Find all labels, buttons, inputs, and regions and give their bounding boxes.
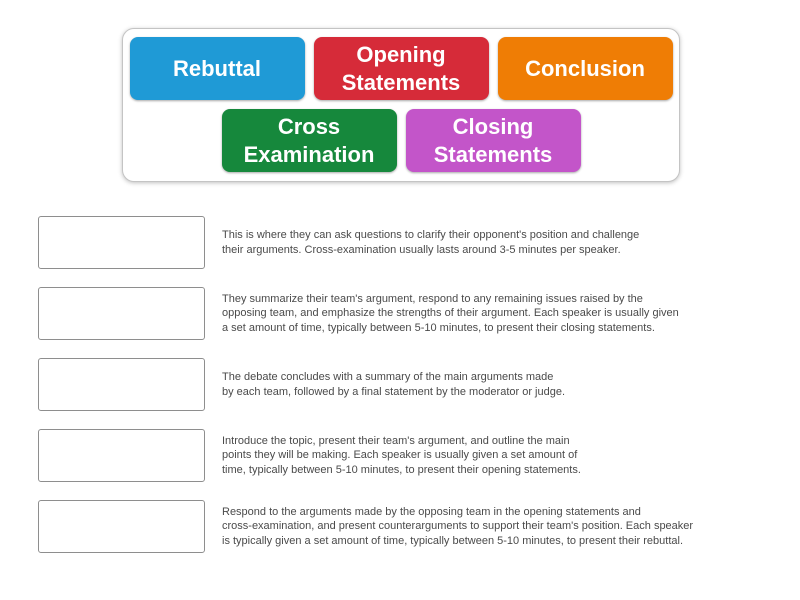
tile-cross-examination[interactable]: Cross Examination xyxy=(221,109,397,172)
clue-line: cross-examination, and present counterar… xyxy=(222,520,694,533)
answer-drop-zone-1[interactable] xyxy=(38,216,205,269)
clue-line: The debate concludes with a summary of t… xyxy=(222,371,554,383)
word-bank-row-1: Rebuttal Opening Statements Conclusion xyxy=(129,37,673,100)
clue-line: points they will be making. Each speaker… xyxy=(222,449,578,462)
clue-text-4: Introduce the topic, present their team'… xyxy=(222,429,581,482)
clue-text-5: Respond to the arguments made by the opp… xyxy=(222,500,693,553)
clue-line: Introduce the topic, present their team'… xyxy=(222,434,570,447)
answer-drop-zone-4[interactable] xyxy=(38,429,205,482)
clue-text-3: The debate concludes with a summary of t… xyxy=(222,358,565,411)
tile-conclusion[interactable]: Conclusion xyxy=(497,37,673,100)
match-row-1: This is where they can ask questions to … xyxy=(38,216,693,269)
match-row-5: Respond to the arguments made by the opp… xyxy=(38,500,693,553)
tile-opening-statements[interactable]: Opening Statements xyxy=(313,37,489,100)
answer-drop-zone-3[interactable] xyxy=(38,358,205,411)
clue-text-1: This is where they can ask questions to … xyxy=(222,216,639,269)
match-row-2: They summarize their team's argument, re… xyxy=(38,287,693,340)
clue-line: This is where they can ask questions to … xyxy=(222,229,640,241)
clue-line: opposing team, and emphasize the strengt… xyxy=(222,307,679,320)
clue-line: time, typically between 5-10 minutes, to… xyxy=(222,463,581,476)
match-row-4: Introduce the topic, present their team'… xyxy=(38,429,693,482)
answer-drop-zone-2[interactable] xyxy=(38,287,205,340)
word-bank-row-2: Cross Examination Closing Statements xyxy=(221,109,581,172)
clue-line: is typically given a set amount of time,… xyxy=(222,534,684,547)
clue-line: by each team, followed by a final statem… xyxy=(222,385,566,398)
tile-rebuttal[interactable]: Rebuttal xyxy=(129,37,305,100)
clue-line: their arguments. Cross-examination usual… xyxy=(222,243,621,256)
clue-line: They summarize their team's argument, re… xyxy=(222,292,643,305)
match-rows: This is where they can ask questions to … xyxy=(38,216,693,571)
word-bank-panel: Rebuttal Opening Statements Conclusion C… xyxy=(122,28,680,182)
match-row-3: The debate concludes with a summary of t… xyxy=(38,358,693,411)
clue-line: a set amount of time, typically between … xyxy=(222,321,655,334)
tile-closing-statements[interactable]: Closing Statements xyxy=(405,109,581,172)
clue-text-2: They summarize their team's argument, re… xyxy=(222,287,679,340)
clue-line: Respond to the arguments made by the opp… xyxy=(222,505,641,518)
answer-drop-zone-5[interactable] xyxy=(38,500,205,553)
